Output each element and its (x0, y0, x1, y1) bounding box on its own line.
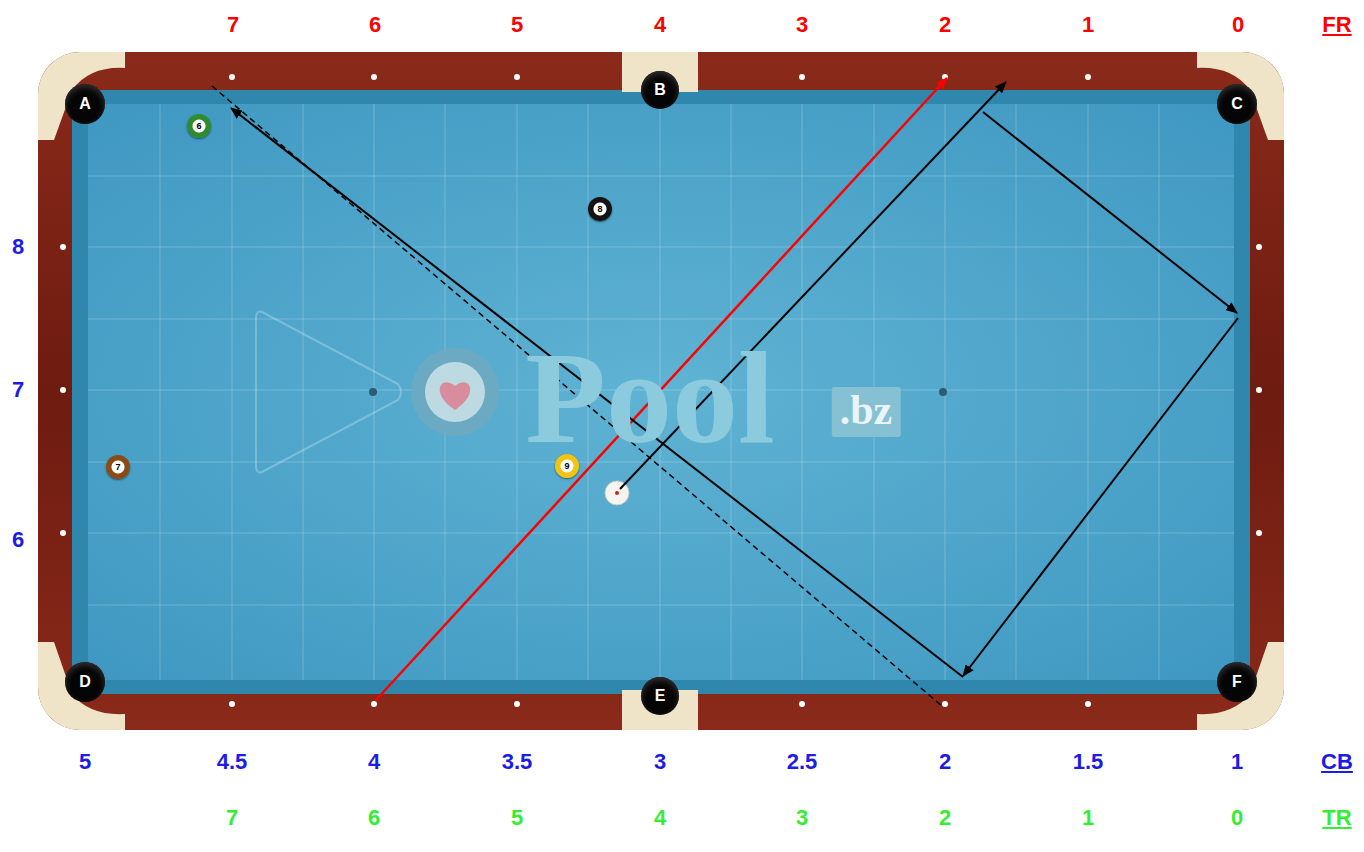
diamond-number: 1 (1082, 807, 1094, 829)
pocket: E (641, 677, 679, 715)
object-ball: 6 (187, 114, 211, 138)
diamond-number: 2 (939, 14, 951, 36)
diamond-number: 3 (654, 751, 666, 773)
diamond-number: 1 (1231, 751, 1243, 773)
object-ball: 9 (555, 454, 579, 478)
system-name: CB (1321, 751, 1353, 773)
ball-number: 8 (597, 204, 602, 214)
diamond-number: 4 (368, 751, 380, 773)
object-ball: 7 (106, 455, 130, 479)
diamond-number: 3.5 (502, 751, 533, 773)
diamond-number: 2 (939, 751, 951, 773)
diamond-number: 1.5 (1073, 751, 1104, 773)
pocket-letter: D (79, 673, 91, 691)
pocket: C (1217, 84, 1257, 124)
ball-number: 6 (196, 121, 201, 131)
diamond-number: 7 (12, 379, 24, 401)
diamond-number: 5 (511, 14, 523, 36)
diamond-number: 3 (796, 14, 808, 36)
ball-number: 7 (115, 462, 120, 472)
system-name: FR (1322, 14, 1351, 36)
diamond-number: 4.5 (217, 751, 248, 773)
diamond-number: 3 (796, 807, 808, 829)
diamond-number: 4 (654, 14, 666, 36)
pocket-letter: B (654, 81, 666, 99)
watermark: .bz (832, 387, 901, 437)
diamond-number: 6 (369, 14, 381, 36)
pocket-letter: F (1232, 673, 1242, 691)
pocket: A (65, 84, 105, 124)
diamond-number: 2 (939, 807, 951, 829)
diamond-number: 8 (12, 236, 24, 258)
diamond-number: 7 (226, 807, 238, 829)
pocket-letter: A (79, 95, 91, 113)
diamond-number: 6 (368, 807, 380, 829)
pocket-letter: E (655, 687, 666, 705)
ball-number: 9 (564, 461, 569, 471)
diamond-number: 5 (79, 751, 91, 773)
pocket-letter: C (1231, 95, 1243, 113)
diamond-number: 0 (1232, 14, 1244, 36)
diamond-number: 2.5 (787, 751, 818, 773)
system-name: TR (1322, 807, 1351, 829)
diamond-number: 1 (1082, 14, 1094, 36)
diamond-number: 0 (1231, 807, 1243, 829)
pocket: B (641, 71, 679, 109)
watermark: Pool (525, 332, 774, 464)
pocket: F (1217, 662, 1257, 702)
diamond-number: 6 (12, 529, 24, 551)
object-ball: 8 (588, 197, 612, 221)
diamond-number: 4 (654, 807, 666, 829)
diamond-number: 5 (511, 807, 523, 829)
pocket: D (65, 662, 105, 702)
diamond-number: 7 (227, 14, 239, 36)
